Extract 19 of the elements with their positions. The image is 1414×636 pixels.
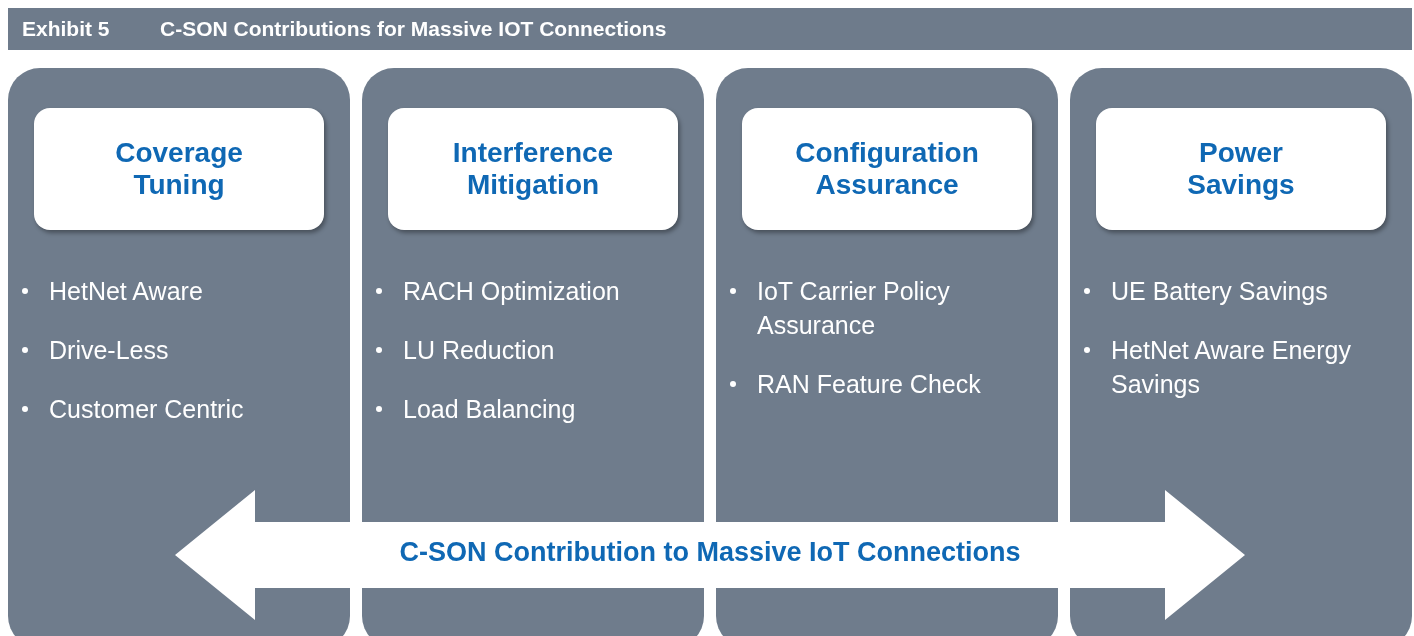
heading-card: Interference Mitigation	[388, 108, 678, 230]
bullet-text: Customer Centric	[49, 395, 244, 423]
bullet-text: HetNet Aware Energy Savings	[1111, 336, 1351, 398]
arrow-label: C-SON Contribution to Massive IoT Connections	[398, 537, 1022, 568]
bullet-text: HetNet Aware	[49, 277, 203, 305]
bullet-text: IoT Carrier Policy Assurance	[757, 277, 950, 339]
bullet-text: RAN Feature Check	[757, 370, 981, 398]
title: C-SON Contributions for Massive IOT Connections	[160, 17, 667, 41]
bullet-text: UE Battery Savings	[1111, 277, 1328, 305]
heading-card: Coverage Tuning	[34, 108, 324, 230]
bullet-text: Load Balancing	[403, 395, 576, 423]
bullet-text: Drive-Less	[49, 336, 169, 364]
column-panel	[8, 68, 350, 636]
heading-card: Power Savings	[1096, 108, 1386, 230]
column-panel	[1070, 68, 1412, 636]
exhibit-number: Exhibit 5	[22, 17, 110, 41]
bullet-text: LU Reduction	[403, 336, 555, 364]
heading-card: Configuration Assurance	[742, 108, 1032, 230]
bullet-text: RACH Optimization	[403, 277, 620, 305]
